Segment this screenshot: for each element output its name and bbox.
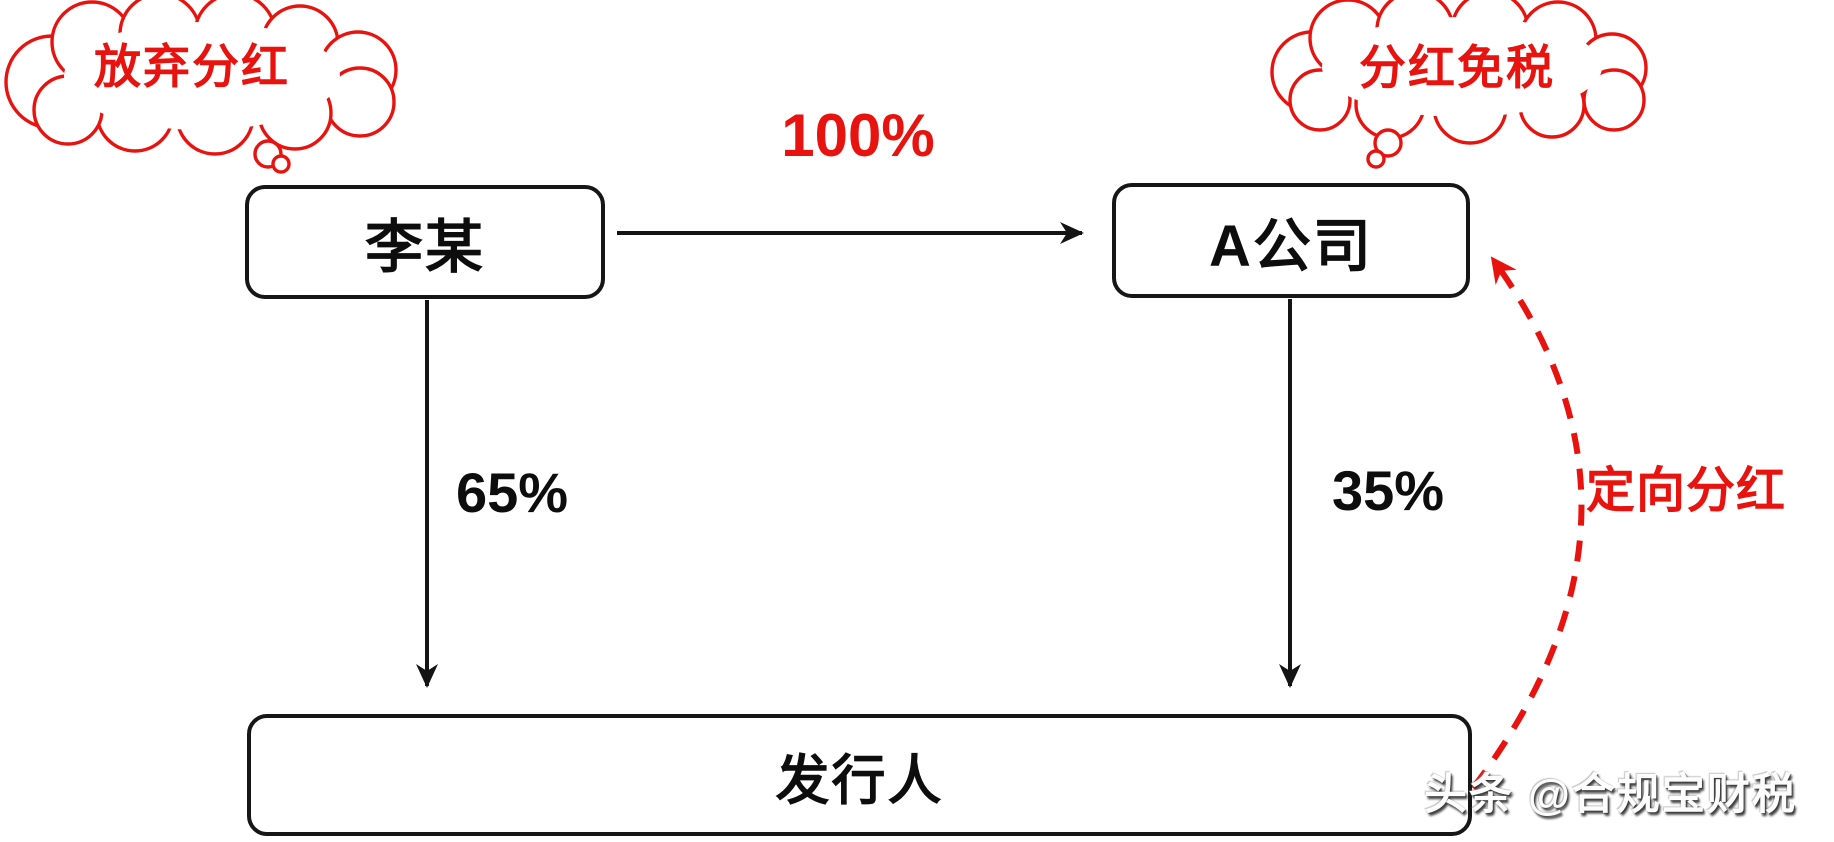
arrow-issuer-to-company-a-dashed [1470,256,1585,790]
node-box-issuer: 发行人 [247,714,1472,836]
cloud-tail-bubble-large [253,139,283,169]
cloud-tail-bubble-small [1366,149,1386,169]
cloud-tail-bubble-large [1373,128,1403,158]
edge-label-directed-dividend: 定向分红 [1586,464,1787,518]
watermark-toutiao: 头条 @合规宝财税 [1424,771,1797,819]
node-label-company-a: A公司 [1209,213,1373,279]
cloud-tail-bubble-small [271,154,291,174]
node-label-li: 李某 [364,215,485,280]
node-box-company-a: A公司 [1112,183,1470,298]
cloud-label-dividend-tax-free: 分红免税 [1359,41,1555,94]
cloud-label-give-up-dividend: 放弃分红 [94,40,290,93]
node-label-issuer: 发行人 [775,750,944,811]
edge-label-65-percent: 65% [456,461,569,524]
edge-label-100-percent: 100% [781,102,935,169]
edge-label-35-percent: 35% [1332,459,1445,522]
node-box-li: 李某 [245,185,605,299]
